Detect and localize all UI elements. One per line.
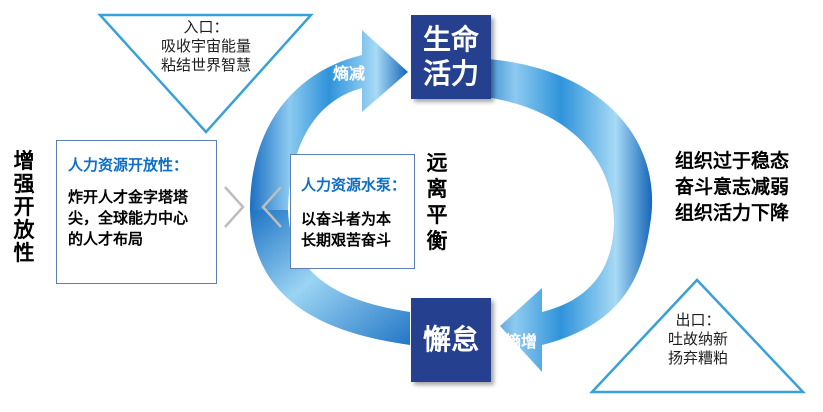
left-chevron [224,186,245,228]
input-triangle-line: 粘结世界智慧 [160,56,251,74]
openness-line: 尖，全球能力中心 [68,209,189,227]
output-triangle-line: 吐故纳新 [667,330,728,348]
output-triangle-title: 出口： [675,311,721,329]
entropy-increase-label: 熵增 [505,332,538,351]
far-from-equilibrium-text: 远离平衡 [426,151,448,253]
cycle-arc-right [470,58,653,372]
openness-line: 的人才布局 [68,230,144,248]
pump-heading: 人力资源水泵： [301,176,407,194]
organization-status-line: 奋斗意志减弱 [675,176,790,198]
input-triangle-text: 入口： 吸收宇宙能量 粘结世界智慧 [142,18,270,75]
organization-status-text: 组织过于稳态 奋斗意志减弱 组织活力下降 [675,148,789,226]
vitality-line: 生命 [422,23,479,56]
openness-line: 炸开人才金字塔塔 [68,188,189,206]
pump-line: 以奋斗者为本 [301,210,392,228]
openness-box: 人力资源开放性： 炸开人才金字塔塔 尖，全球能力中心 的人才布局 [56,140,217,284]
slack-box: 懈怠 [411,298,491,382]
input-triangle-title: 入口： [183,18,229,36]
pump-box: 人力资源水泵： 以奋斗者为本 长期艰苦奋斗 [290,154,415,269]
organization-status-line: 组织活力下降 [675,202,790,224]
pump-body: 以奋斗者为本 长期艰苦奋斗 [301,209,410,251]
pump-line: 长期艰苦奋斗 [301,231,392,249]
cycle-arc-upper-left [250,30,408,210]
organization-status-line: 组织过于稳态 [675,150,790,172]
input-triangle [97,13,314,134]
output-triangle-line: 扬弃糟粕 [667,349,728,367]
openness-body: 炸开人才金字塔塔 尖，全球能力中心 的人才布局 [68,187,206,250]
output-triangle-text: 出口： 吐故纳新 扬弃糟粕 [652,311,744,368]
increase-openness-text: 增强开放性 [13,149,35,265]
output-triangle [589,278,806,394]
right-chevron [261,186,282,228]
openness-heading: 人力资源开放性： [68,156,189,174]
vitality-line: 活力 [422,57,479,90]
vitality-box: 生命 活力 [411,15,491,99]
input-triangle-line: 吸收宇宙能量 [160,37,251,55]
entropy-decrease-label: 熵减 [333,64,366,83]
